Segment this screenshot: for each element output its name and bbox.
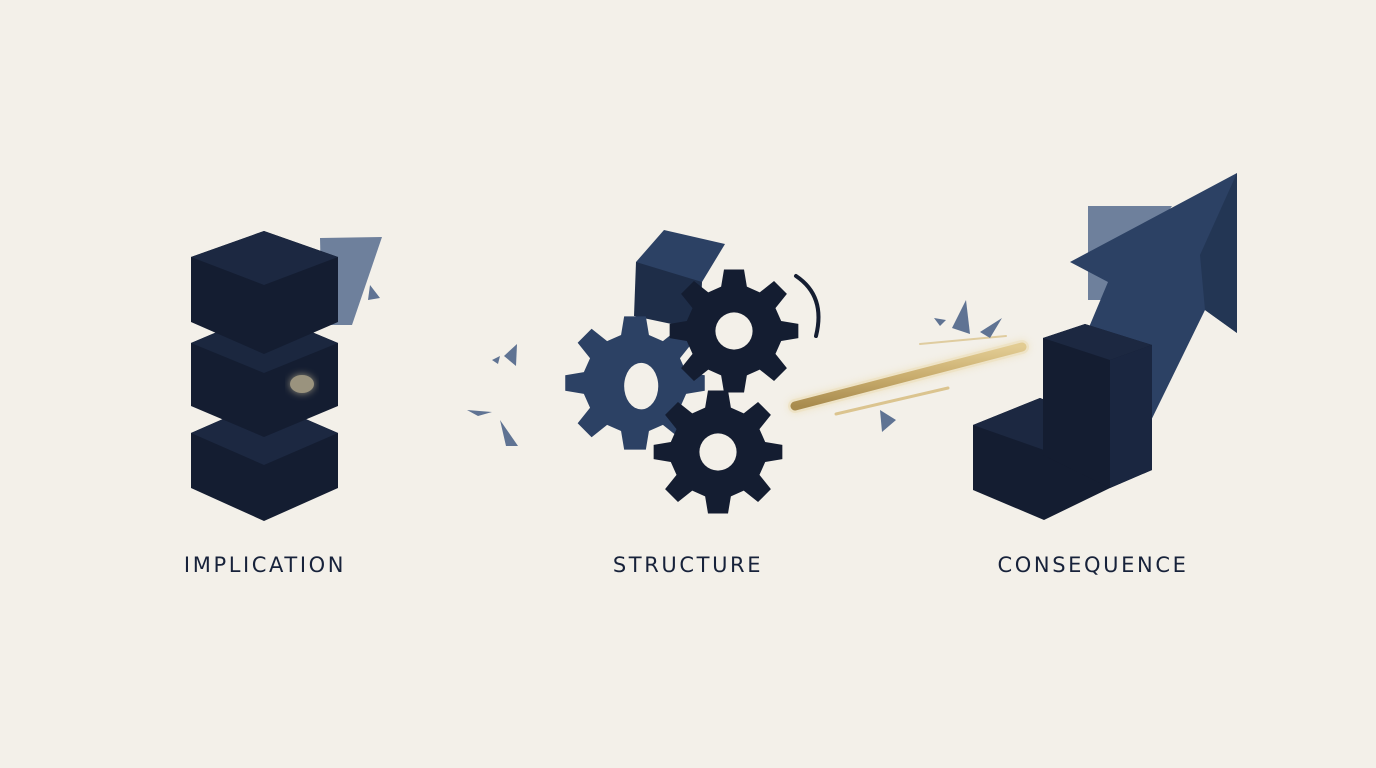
stage-label-implication: IMPLICATION [183, 553, 347, 577]
gear-back-cube [634, 262, 702, 330]
shard-shape [368, 285, 380, 300]
arrow-shade [1200, 173, 1237, 333]
connector-rod-2 [788, 335, 1029, 416]
cube-top [191, 231, 338, 354]
stage-label-structure: STRUCTURE [612, 553, 764, 577]
rising-stairs-arrow-icon [973, 173, 1237, 520]
gear-left [565, 316, 705, 450]
stair-upper [1043, 324, 1152, 488]
impact-shards-right [880, 300, 1002, 432]
impact-shards-left [467, 344, 518, 446]
gears-icon [565, 230, 821, 514]
gear-top-right [669, 269, 799, 393]
stacked-cubes-icon [191, 231, 382, 521]
connector-rod-1 [290, 375, 541, 393]
gear-bottom [653, 390, 783, 514]
stage-label-consequence: CONSEQUENCE [997, 553, 1189, 577]
motion-arc [794, 274, 821, 338]
